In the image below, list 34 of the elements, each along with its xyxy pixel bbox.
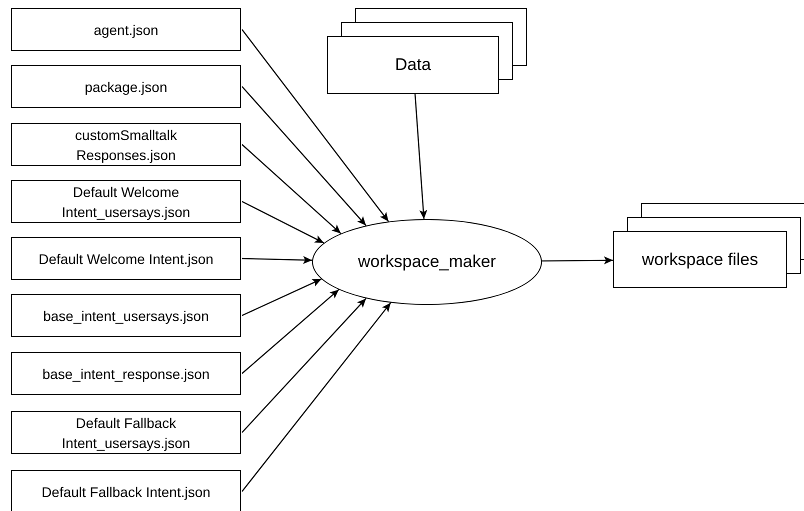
arrow	[242, 256, 312, 264]
file-box	[11, 180, 241, 223]
node-label: Default Welcome Intent.json	[38, 250, 214, 268]
arrow	[242, 278, 322, 316]
document-stack	[613, 203, 804, 288]
file-box	[11, 8, 241, 51]
arrow	[242, 302, 392, 492]
node-label: package.json	[84, 78, 168, 96]
file-box	[11, 294, 241, 337]
node-label: Default Fallback Intent.json	[42, 482, 210, 502]
node-label: base_intent_usersays.json	[43, 306, 209, 326]
arrow	[242, 144, 342, 234]
node-label: workspace_maker	[358, 252, 496, 272]
arrow	[242, 298, 366, 433]
node-label: workspace files	[642, 250, 758, 270]
file-box	[11, 470, 241, 511]
node-label: Default Fallback Intent_usersays.json	[60, 414, 192, 452]
file-box	[11, 237, 241, 280]
file-box	[11, 65, 241, 108]
arrow	[414, 94, 428, 220]
arrow	[242, 200, 324, 244]
arrow	[242, 29, 389, 222]
node-label: agent.json	[94, 20, 158, 40]
arrow	[242, 86, 366, 226]
document-stack	[327, 8, 527, 94]
node-label: customSmalltalk Responses.json	[74, 126, 178, 164]
file-box	[11, 411, 241, 454]
file-box	[11, 352, 241, 395]
arrow	[242, 289, 340, 374]
file-box	[11, 123, 241, 166]
node-label: base_intent_response.json	[42, 364, 210, 384]
arrow	[542, 256, 613, 264]
node-label: Default Welcome Intent_usersays.json	[60, 182, 192, 222]
node-label: Data	[395, 55, 431, 75]
